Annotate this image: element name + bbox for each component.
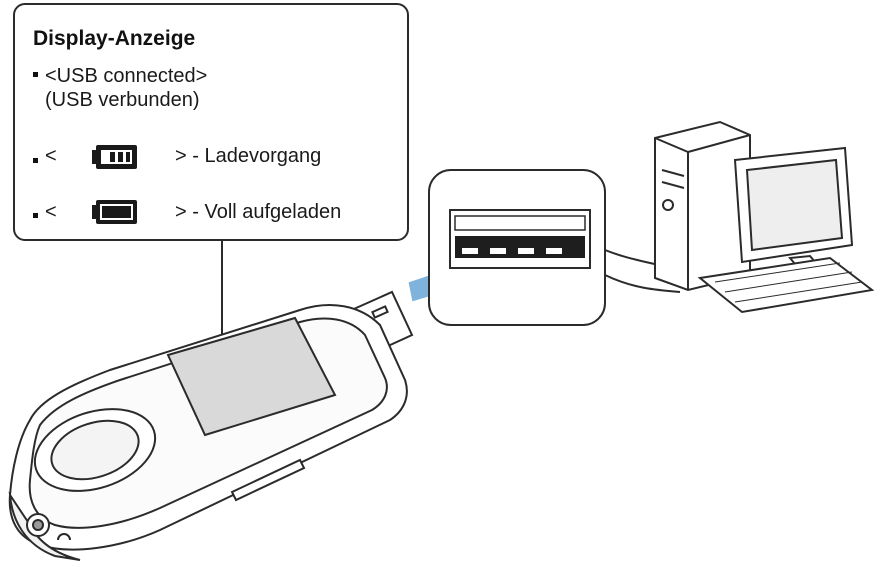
charging-label: > - Ladevorgang [175, 145, 322, 167]
bullet-1 [33, 72, 38, 77]
headphone-icon [57, 533, 71, 541]
player-side-slider [230, 458, 306, 502]
usb-port-closeup [428, 169, 606, 326]
desktop-computer [654, 120, 874, 314]
full-label: > - Voll aufgeladen [175, 201, 342, 223]
battery-full-icon [92, 200, 137, 224]
plug-hole-2 [371, 305, 389, 319]
player-side-edge [8, 491, 81, 561]
bullet-3 [33, 213, 38, 218]
player-display-screen [166, 316, 337, 437]
full-prefix: < [45, 201, 57, 223]
mp3-player-device [8, 290, 414, 561]
player-control-button [50, 419, 140, 481]
battery-charging-icon [92, 145, 137, 169]
usb-connected-label: <USB connected> [45, 65, 208, 87]
power-button-icon [662, 199, 674, 211]
callout-title: Display-Anzeige [33, 27, 196, 50]
display-callout-box: Display-Anzeige <USB connected> (USB ver… [13, 3, 409, 241]
bullet-2 [33, 158, 38, 163]
charging-prefix: < [45, 145, 57, 167]
computer-keyboard [697, 256, 874, 314]
usb-verbunden-label: (USB verbunden) [45, 89, 200, 111]
